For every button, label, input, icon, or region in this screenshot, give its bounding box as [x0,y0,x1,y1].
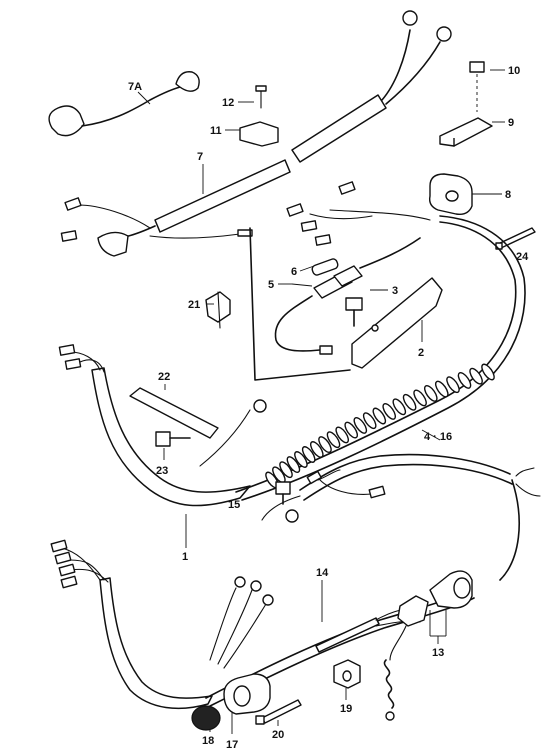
bracket-icon [351,277,443,369]
fuse-holder-icon [249,181,431,381]
spiral-coil [294,451,308,468]
callout-8: 8 [505,189,511,201]
switch-icon [223,673,271,715]
spiral-coil [318,436,332,454]
spiral-coil [392,398,407,416]
leader-lines [137,69,505,734]
main-harness-icon [58,215,526,507]
callout-19: 19 [340,703,352,715]
clamp-icon [239,121,279,147]
callout-23: 23 [156,465,168,477]
spiral-coil [326,431,341,449]
bolt-icon [469,61,485,112]
clamp-icon [205,291,231,329]
terminal-cap-icon [48,71,200,137]
spiral-coil [413,389,427,407]
callout-14: 14 [316,567,329,579]
spiral-coil [309,441,324,458]
callout-11: 11 [210,125,222,137]
spiral-coil [382,402,397,420]
bolt-icon [275,481,291,505]
callout-21: 21 [188,299,200,311]
callout-6: 6 [291,266,297,278]
spiral-coil [335,426,350,444]
callout-10: 10 [508,65,520,77]
callout-1: 1 [182,551,188,563]
bolt-icon [345,297,363,327]
spiral-tube-icon [265,363,495,489]
lead-wire-icon [261,453,541,581]
spiral-coil [344,421,359,439]
cap-icon [191,705,221,731]
callout-9: 9 [508,117,514,129]
bolt-icon [155,431,191,447]
lead-wire-icon [50,539,475,710]
spiral-coil [481,363,495,381]
spiral-coil [301,446,316,463]
callout-2: 2 [418,347,424,359]
callout-3: 3 [392,285,398,297]
grommet-icon [333,659,361,689]
screw-icon [255,85,267,109]
callout-22: 22 [158,371,170,383]
spiral-coil [372,407,387,425]
spiral-coil [353,416,368,434]
spiral-coil [279,461,293,479]
callout-15: 15 [228,499,240,511]
spiral-coil [434,380,449,398]
callout-18: 18 [202,735,214,747]
spiral-coil [402,393,417,411]
spiral-coil [423,384,438,402]
spiral-coil [286,456,301,474]
callout-13: 13 [432,647,444,659]
spiral-coil [457,371,472,389]
callout-7: 7 [197,151,203,163]
switch-icon [383,570,473,721]
callout-labels: 7A 7 12 11 10 9 8 24 6 5 3 21 2 22 4 · 1… [128,65,529,751]
tie-icon [255,699,302,725]
plate-icon [129,387,219,439]
callout-4-16: 4 · 16 [424,431,452,443]
fuse-icon [311,258,339,276]
grommet-icon [428,173,473,216]
callout-20: 20 [272,729,284,741]
spiral-coil [446,376,460,394]
tie-icon [495,227,536,250]
callout-24: 24 [516,251,529,263]
spiral-coil [469,367,483,385]
spiral-coil [362,412,377,430]
clamp-icon [439,117,493,147]
callout-5: 5 [268,279,274,291]
battery-cable-icon [60,10,452,257]
callout-17: 17 [226,739,238,751]
callout-12: 12 [222,97,234,109]
callout-7a: 7A [128,81,142,93]
